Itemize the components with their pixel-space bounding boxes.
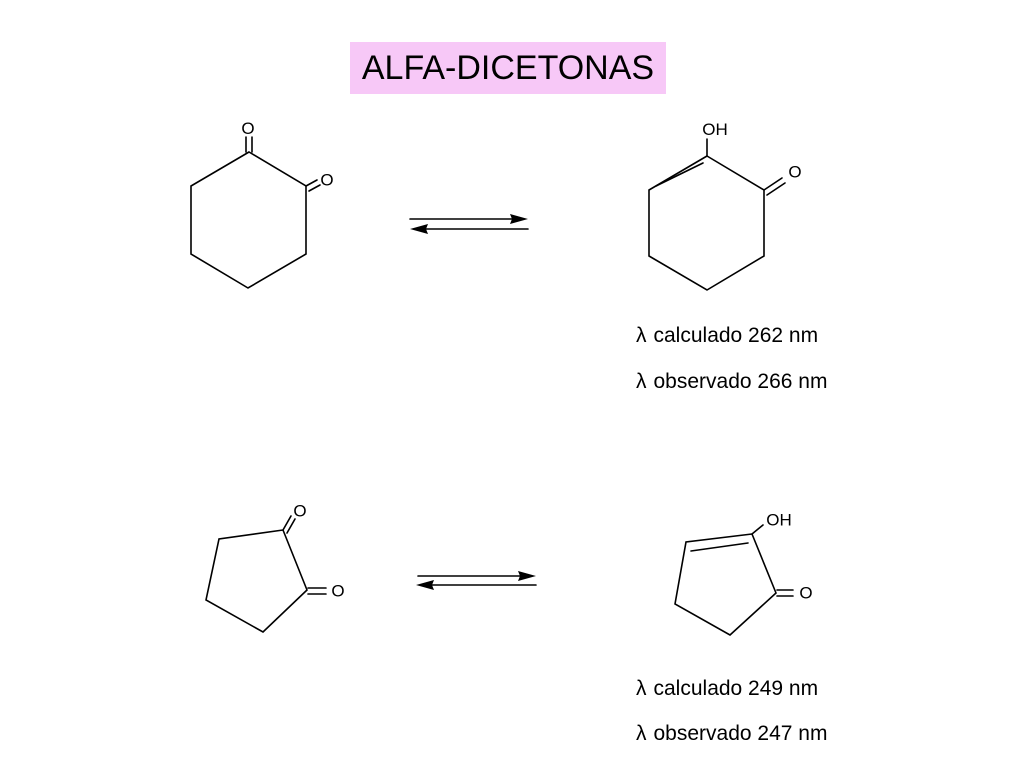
- cyclopentanedione-structure: O O: [205, 501, 345, 633]
- cyclohexene-ring-bonds: [648, 155, 765, 291]
- equilibrium-arrows-1: [409, 214, 529, 234]
- equilibrium-arrows-2: [416, 571, 537, 590]
- oxygen-label-4: O: [331, 581, 344, 600]
- cyclohexane-ring-bonds: [190, 151, 307, 289]
- page-title: ALFA-DICETONAS: [350, 42, 666, 94]
- oxygen-label-3: O: [293, 501, 306, 520]
- ring-double-bond-2: [690, 542, 749, 552]
- oxygen-label-2: O: [320, 170, 333, 189]
- cyclopentene-ring-bonds: [674, 533, 777, 636]
- hydroxyl-label: OH: [702, 120, 728, 139]
- cyclohexenone-enol-structure: OH O: [648, 120, 802, 291]
- ring-double-bond: [655, 162, 704, 187]
- cyclohexanedione-structure: O O: [190, 119, 334, 289]
- hydroxyl-label-2: OH: [766, 510, 792, 529]
- carbonyl-bond-3a: [282, 515, 292, 531]
- ketone-bond-b: [766, 182, 786, 196]
- ketone-oxygen-label: O: [788, 162, 801, 181]
- cyclopentane-ring-bonds: [205, 529, 308, 633]
- cyclopentenone-enol-structure: OH O: [674, 510, 813, 636]
- carbonyl-bond-2b: [308, 184, 321, 192]
- ketone-bond-a: [763, 177, 783, 191]
- carbonyl-bond-3b: [286, 518, 296, 534]
- ketone-oxygen-label-2: O: [799, 583, 812, 602]
- carbonyl-bond-2a: [305, 179, 318, 187]
- hydroxyl-bond-2: [751, 524, 764, 535]
- oxygen-label-1: O: [241, 119, 254, 138]
